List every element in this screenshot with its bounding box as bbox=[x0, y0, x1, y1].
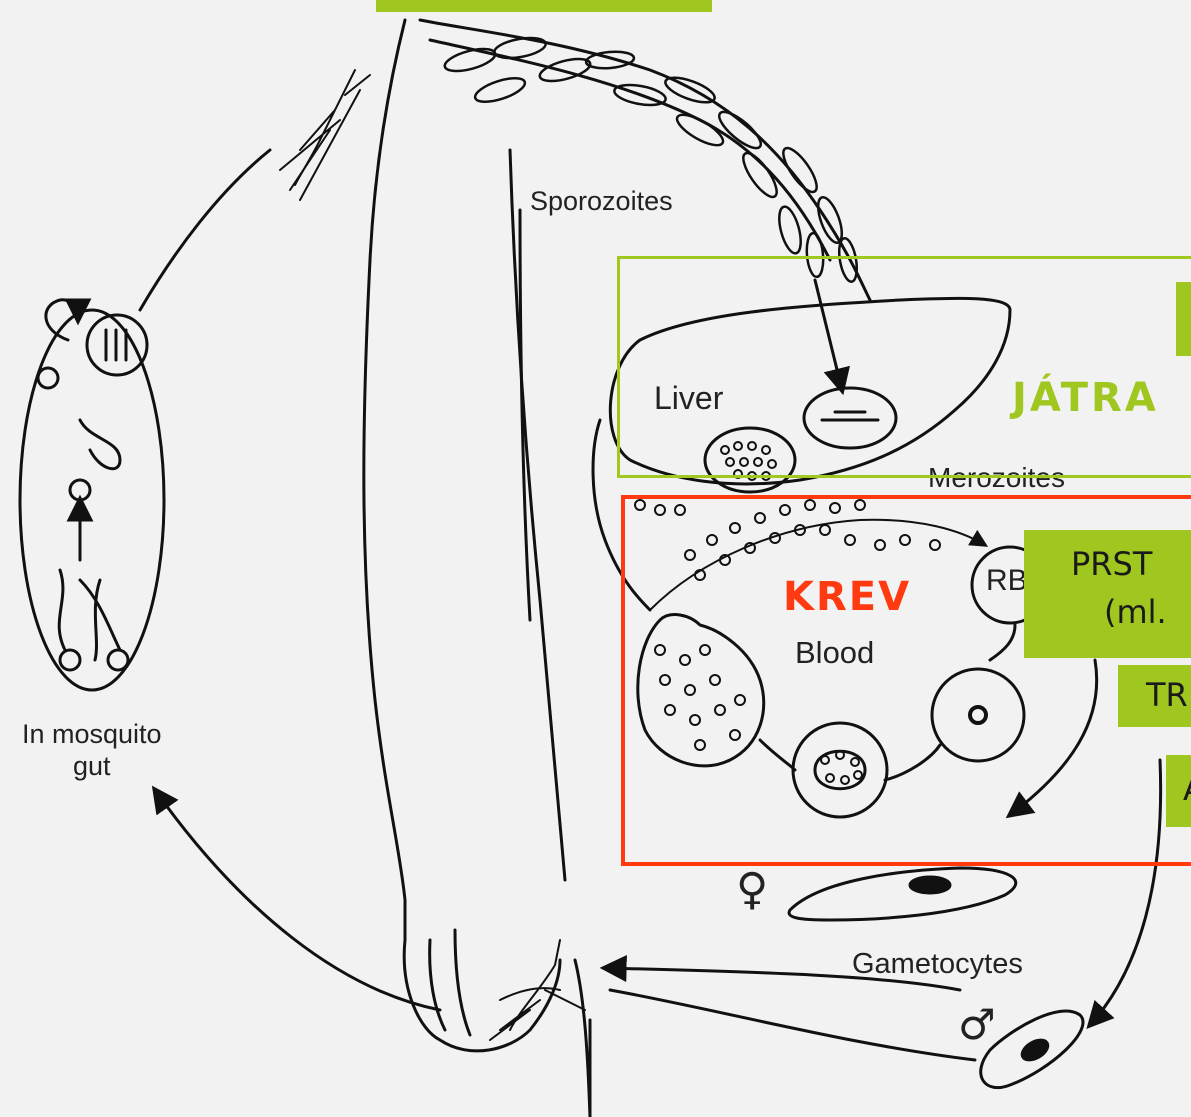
blood-caption: KREV bbox=[783, 574, 911, 620]
top-green-tag bbox=[376, 0, 712, 12]
mosquito-bottom bbox=[490, 940, 585, 1040]
tag-prst-line1: PRST bbox=[1071, 548, 1152, 580]
mosquito-gut-label: In mosquito gut bbox=[22, 718, 162, 783]
tag-prst-line2: (ml. bbox=[1104, 596, 1167, 628]
male-symbol: ♂ bbox=[958, 1004, 996, 1046]
liver-caption: JÁTRA bbox=[1012, 375, 1159, 421]
liver-side-tag bbox=[1176, 282, 1191, 356]
arrow-male-to-bite bbox=[610, 990, 975, 1060]
tag-prst: PRST (ml. bbox=[1024, 530, 1191, 658]
mosquito-gut-oval bbox=[20, 300, 164, 690]
tag-tr-text: TR bbox=[1146, 679, 1188, 711]
tag-a: A bbox=[1166, 755, 1191, 827]
arrow-gut-to-mosquito bbox=[140, 150, 270, 310]
tag-a-text: A bbox=[1183, 773, 1191, 805]
mosquito-top bbox=[280, 70, 370, 200]
liver-highlight-box bbox=[617, 256, 1191, 478]
sporozoites-label: Sporozoites bbox=[530, 188, 673, 215]
gametocytes-label: Gametocytes bbox=[852, 950, 1023, 979]
arrow-bite-to-gut bbox=[155, 790, 440, 1010]
tag-tr: TR bbox=[1118, 665, 1191, 727]
female-symbol: ♀ bbox=[736, 868, 768, 912]
